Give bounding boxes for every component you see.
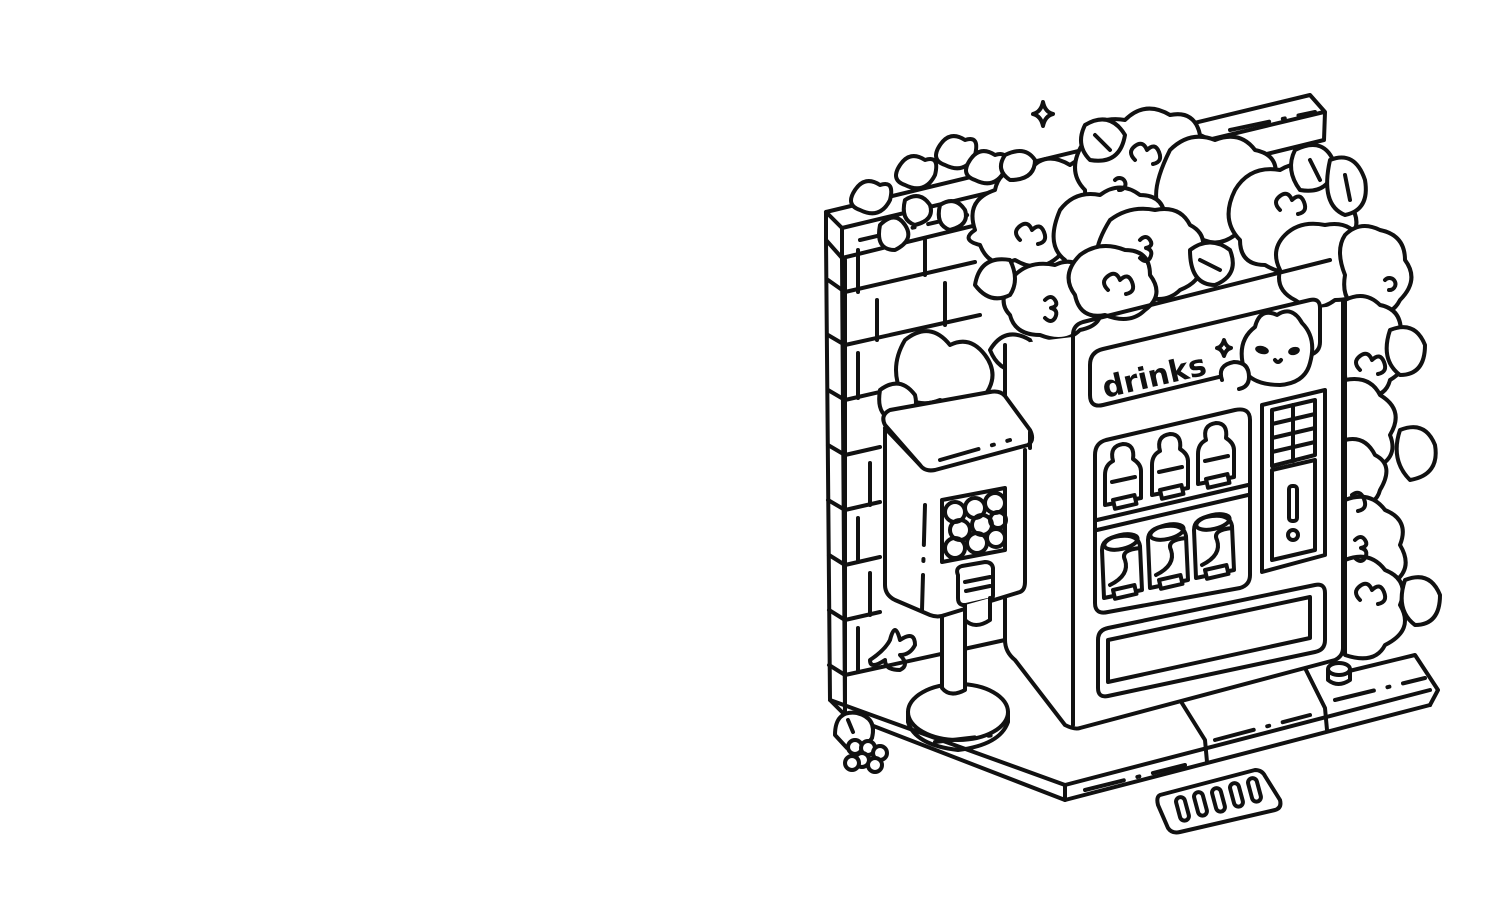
bottle-row bbox=[1103, 421, 1236, 511]
flower-bushes bbox=[849, 106, 1442, 661]
berry-cluster bbox=[833, 710, 889, 774]
control-panel bbox=[1260, 388, 1327, 574]
small-plant bbox=[868, 628, 917, 672]
drain-grate bbox=[1155, 768, 1283, 835]
gumball-crank-knob bbox=[955, 560, 995, 627]
can-row bbox=[1100, 512, 1236, 601]
dispense-tray bbox=[1096, 582, 1327, 699]
sparkle-icon bbox=[1031, 100, 1055, 128]
gumball-machine bbox=[881, 389, 1035, 752]
bunny-mascot bbox=[1218, 309, 1315, 391]
vending-machine: drinks bbox=[1003, 258, 1352, 731]
sign-sparkle-icon bbox=[1215, 338, 1233, 358]
coin-return-button bbox=[1326, 661, 1352, 686]
